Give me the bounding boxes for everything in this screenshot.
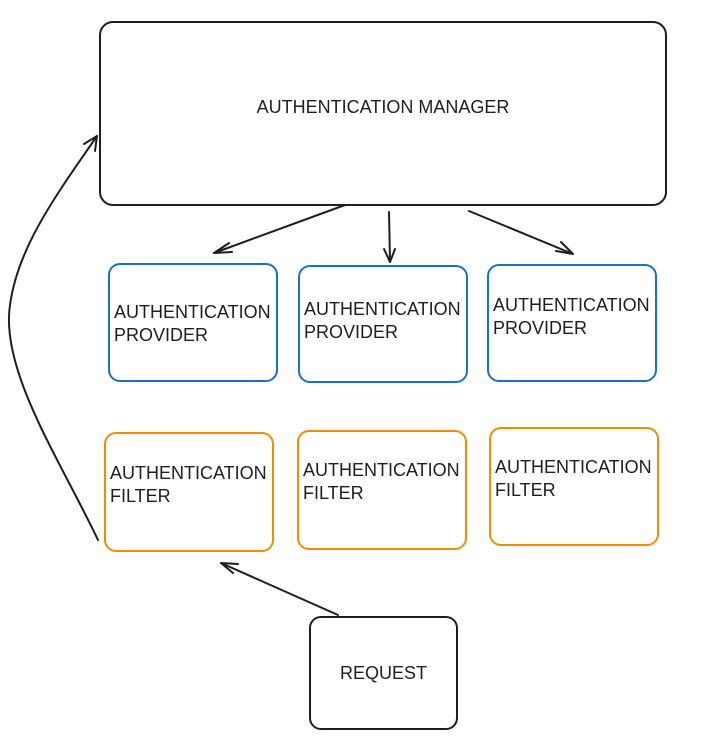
authentication-provider-box-3: AUTHENTICATION PROVIDER bbox=[487, 264, 657, 382]
provider-2-line-2: PROVIDER bbox=[304, 322, 399, 342]
authentication-filter-box-1: AUTHENTICATION FILTER bbox=[104, 432, 274, 552]
arrow-manager-to-provider-2 bbox=[383, 211, 396, 263]
authentication-filter-box-3: AUTHENTICATION FILTER bbox=[489, 427, 659, 546]
arrow-manager-to-provider-1 bbox=[213, 204, 346, 254]
filter-3-line-1: AUTHENTICATION bbox=[495, 457, 652, 477]
arrow-filter-to-manager bbox=[7, 135, 99, 541]
filter-1-line-1: AUTHENTICATION bbox=[110, 463, 267, 483]
authentication-provider-box-2: AUTHENTICATION PROVIDER bbox=[298, 265, 468, 383]
filter-2-line-1: AUTHENTICATION bbox=[303, 460, 460, 480]
provider-1-line-1: AUTHENTICATION bbox=[114, 302, 271, 322]
arrow-request-to-filter-1 bbox=[220, 562, 339, 616]
authentication-manager-label: AUTHENTICATION MANAGER bbox=[256, 97, 510, 117]
filter-3-line-2: FILTER bbox=[495, 480, 556, 500]
filter-2-line-2: FILTER bbox=[303, 483, 364, 503]
provider-1-line-2: PROVIDER bbox=[114, 325, 209, 345]
arrow-manager-to-provider-3 bbox=[468, 210, 574, 255]
provider-3-line-1: AUTHENTICATION bbox=[493, 295, 650, 315]
provider-3-line-2: PROVIDER bbox=[493, 318, 588, 338]
filter-1-line-2: FILTER bbox=[110, 486, 171, 506]
authentication-manager-box: AUTHENTICATION MANAGER bbox=[99, 21, 667, 206]
authentication-provider-box-1: AUTHENTICATION PROVIDER bbox=[108, 263, 278, 382]
authentication-filter-box-2: AUTHENTICATION FILTER bbox=[297, 430, 467, 550]
provider-2-line-1: AUTHENTICATION bbox=[304, 299, 461, 319]
request-label: REQUEST bbox=[339, 662, 427, 683]
request-box: REQUEST bbox=[309, 616, 458, 730]
